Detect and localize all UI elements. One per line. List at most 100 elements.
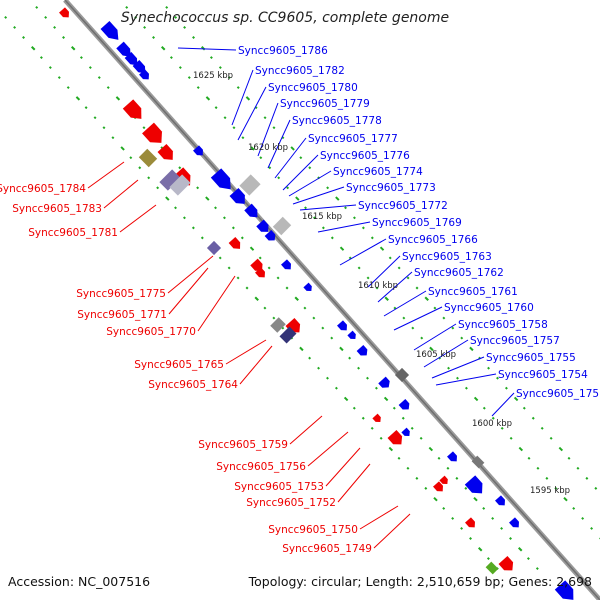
plus-gene-arrow [303, 282, 312, 291]
track-dot [397, 266, 401, 270]
plus-gene-arrow [100, 20, 119, 40]
track-dot [125, 5, 129, 9]
plus-gene-arrow-shape [495, 495, 505, 506]
track-dot [491, 416, 495, 420]
track-dot [79, 56, 83, 59]
feature-block-shape [279, 326, 297, 344]
minus-gene-arrow-shape [142, 122, 162, 143]
track-dot [388, 446, 394, 452]
minus-gene-leader [289, 415, 323, 445]
track-dot [518, 547, 523, 552]
feature-block-shape [159, 169, 181, 191]
plus-gene-arrow [347, 330, 356, 339]
minus-gene-arrow [372, 413, 381, 422]
track-dot [249, 246, 255, 251]
minus-gene-leader [307, 431, 349, 467]
plus-gene-label: Syncc9605_1755 [486, 352, 576, 364]
track-dot [455, 476, 459, 480]
track-dot [268, 166, 272, 170]
track-dot [370, 236, 374, 240]
track-dot [294, 296, 299, 301]
minus-gene-leader [197, 275, 236, 332]
plus-gene-leader [367, 255, 401, 288]
plus-gene-label: Syncc9605_1776 [320, 150, 410, 162]
track-dot [258, 256, 262, 260]
minus-gene-arrow [439, 475, 448, 484]
plus-gene-arrow-shape [116, 41, 131, 57]
plus-gene-arrow [256, 219, 269, 232]
track-dot [57, 76, 61, 80]
track-dot [433, 496, 438, 502]
track-dot [509, 436, 513, 440]
track-dot [451, 516, 455, 520]
minus-gene-leader [87, 161, 125, 189]
track-dot [375, 286, 379, 290]
track-dot [286, 186, 290, 190]
plus-gene-arrow [124, 51, 138, 66]
track-dot [200, 236, 204, 240]
plus-gene-leader [383, 290, 427, 317]
minus-gene-arrow [465, 517, 475, 528]
track-dot [518, 446, 524, 452]
plus-gene-arrow-shape [464, 475, 483, 494]
plus-gene-arrow-shape [447, 451, 457, 462]
feature-block-shape [169, 174, 191, 196]
minus-gene-arrow-shape [157, 143, 173, 160]
plus-gene-arrow-shape [124, 51, 138, 66]
plus-gene-arrow-shape [401, 427, 410, 436]
minus-gene-arrow-shape [465, 517, 475, 528]
track-dot [263, 116, 267, 120]
track-dot [424, 296, 429, 301]
plus-gene-arrow [210, 168, 231, 190]
plus-gene-arrow [356, 344, 368, 356]
track-dot [442, 506, 446, 510]
track-dot [165, 5, 169, 9]
track-dot [39, 56, 43, 59]
track-dot [31, 46, 36, 51]
plus-gene-label: Syncc9605_1760 [444, 302, 534, 314]
track-dot [111, 136, 115, 140]
plus-gene-label: Syncc9605_1773 [346, 182, 436, 194]
scale-label: 1610 kbp [358, 281, 398, 291]
track-dot [460, 527, 464, 530]
plus-gene-leader [423, 339, 469, 368]
minus-gene-leader [373, 513, 411, 549]
track-dot [420, 336, 424, 340]
minus-gene-leader [103, 179, 139, 209]
track-dot [335, 196, 340, 201]
minus-gene-leader [359, 505, 399, 530]
plus-gene-arrow [244, 203, 258, 218]
track-dot [196, 186, 200, 190]
plus-gene-arrow-shape [337, 320, 347, 331]
minus-gene-arrow-shape [439, 475, 448, 484]
track-dot [419, 436, 423, 440]
plus-gene-arrow-shape [244, 203, 258, 218]
track-dot [299, 346, 304, 352]
plus-gene-label: Syncc9605_1757 [470, 335, 560, 347]
track-dot [469, 346, 474, 352]
track-dot [227, 76, 231, 80]
track-dot [299, 156, 303, 160]
track-dot [357, 266, 361, 270]
feature-block [159, 169, 181, 191]
track-dot [232, 126, 236, 130]
plus-gene-arrow-shape [100, 20, 119, 40]
track-dot [35, 5, 39, 9]
track-dot [366, 276, 370, 280]
track-dot [312, 216, 316, 220]
track-dot [317, 366, 321, 370]
feature-block-shape [138, 148, 158, 168]
minus-gene-arrow [228, 236, 241, 249]
plus-gene-arrow-shape [398, 398, 410, 410]
track-dot [254, 296, 259, 301]
track-dot [415, 476, 419, 480]
minus-gene-leader [167, 255, 214, 294]
track-dot [513, 396, 519, 402]
track-dot [429, 346, 434, 352]
track-dot [339, 246, 345, 251]
minus-gene-arrow-shape [255, 267, 265, 278]
track-dot [379, 246, 385, 251]
feature-block [485, 561, 499, 575]
track-dot [464, 386, 468, 390]
